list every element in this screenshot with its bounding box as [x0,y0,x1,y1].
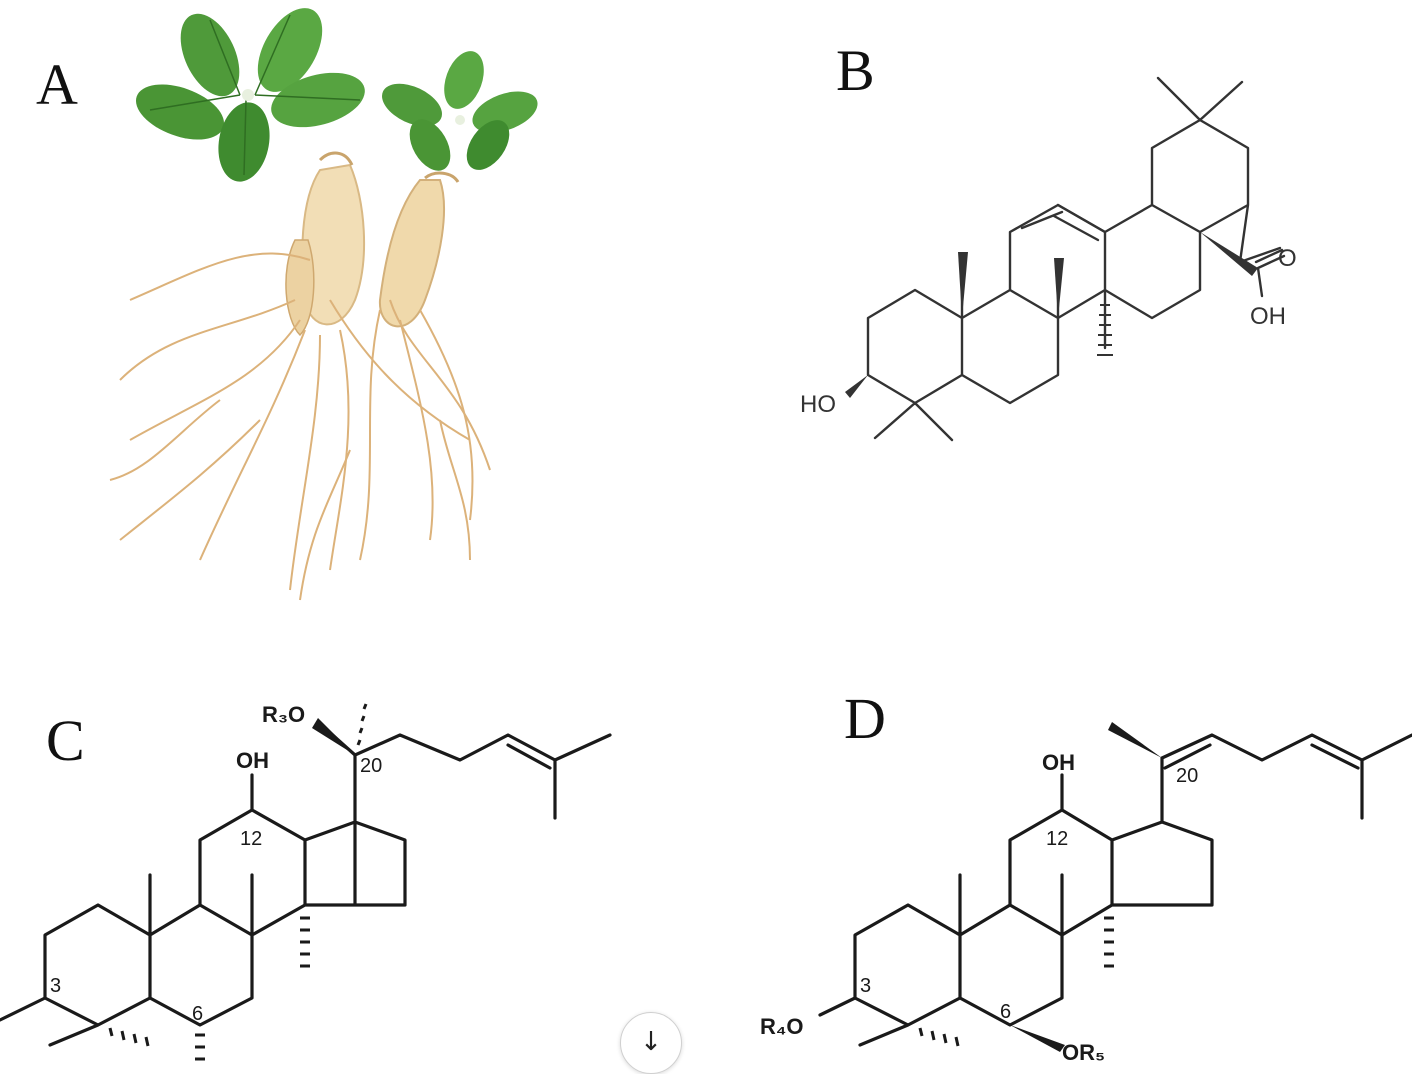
label-d12: 12 [1046,828,1068,850]
label-o: O [1278,245,1297,272]
label-c20: 20 [360,755,382,777]
label-d20: 20 [1176,765,1198,787]
structure-c: R₃O OH 20 12 3 6 [0,702,612,1061]
label-d3: 3 [860,975,871,997]
label-oh-d: OH [1042,750,1075,775]
panel-label-c: C [46,708,85,773]
panel-label-b: B [836,38,875,103]
structure-b: HO OH O [800,76,1297,442]
label-or5: OR₅ [1062,1040,1105,1064]
label-r3o: R₃O [262,702,305,727]
ginseng-root [109,151,491,601]
label-r4o: R₄O [760,1014,803,1039]
panel-label-d: D [844,686,886,751]
scroll-down-button[interactable]: ↓ [620,1012,682,1074]
ginseng-leaves-left [136,8,365,182]
structure-d: OH 20 12 3 6 R₄O OR₅ [760,722,1412,1064]
label-c12: 12 [240,828,262,850]
ginseng-plant-image [109,8,538,601]
label-d6: 6 [1000,1001,1011,1023]
label-ho: HO [800,391,836,418]
label-c3: 3 [50,975,61,997]
label-c6: 6 [192,1003,203,1025]
panel-label-a: A [36,52,78,117]
arrow-down-icon: ↓ [640,1027,662,1057]
label-oh-c: OH [236,748,269,773]
ginseng-leaves-right [382,51,538,171]
label-oh: OH [1250,303,1286,330]
